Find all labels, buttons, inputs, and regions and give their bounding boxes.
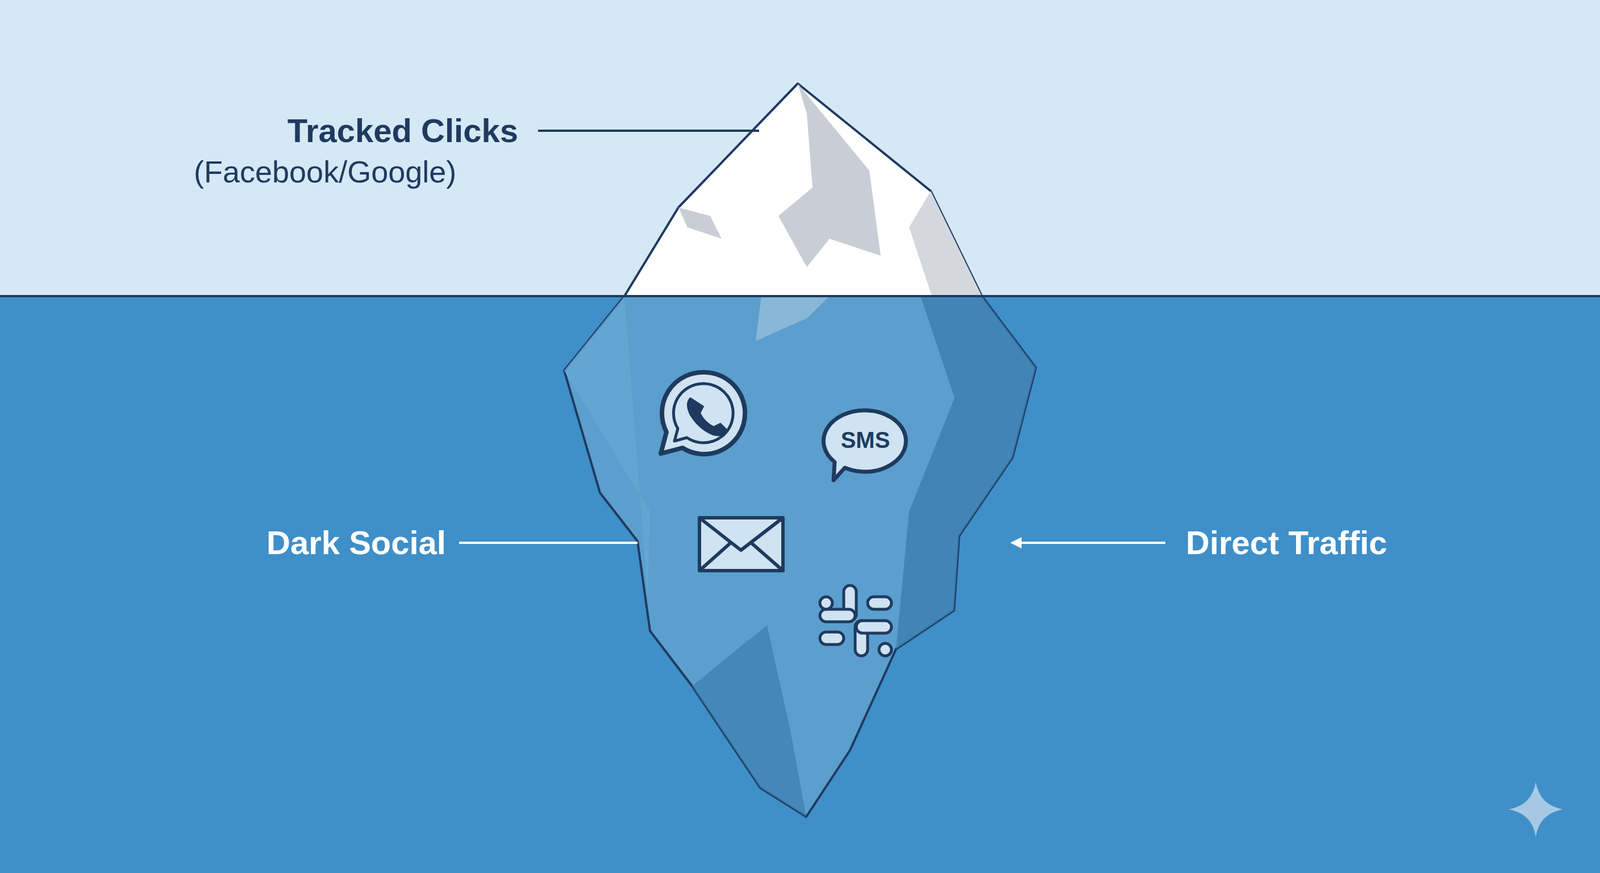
sky [0,0,1600,297]
slack-icon [819,585,892,656]
iceberg-facet [678,207,722,239]
email-icon [699,517,783,571]
iceberg-underwater [564,296,1036,817]
waterline [0,294,1600,298]
callout-label: Tracked Clicks [287,111,519,150]
leader-line [459,541,638,544]
sparkle-watermark [1508,781,1564,837]
callout-label: (Facebook/Google) [193,153,457,190]
icon-label: SMS [840,426,891,453]
callout-label: Direct Traffic [1185,523,1388,562]
iceberg-facet [778,83,881,268]
sms-bubble [823,410,906,481]
water [0,296,1600,873]
iceberg-tip [624,83,982,297]
iceberg-facet [755,296,830,341]
iceberg-facet [896,296,1036,649]
arrow-line [1012,541,1166,544]
iceberg-facet [909,190,982,297]
iceberg-facet [692,625,807,817]
leader-line [538,129,760,132]
callout-label: Dark Social [266,523,447,562]
iceberg-facet [564,296,650,597]
whatsapp-icon [660,372,745,454]
